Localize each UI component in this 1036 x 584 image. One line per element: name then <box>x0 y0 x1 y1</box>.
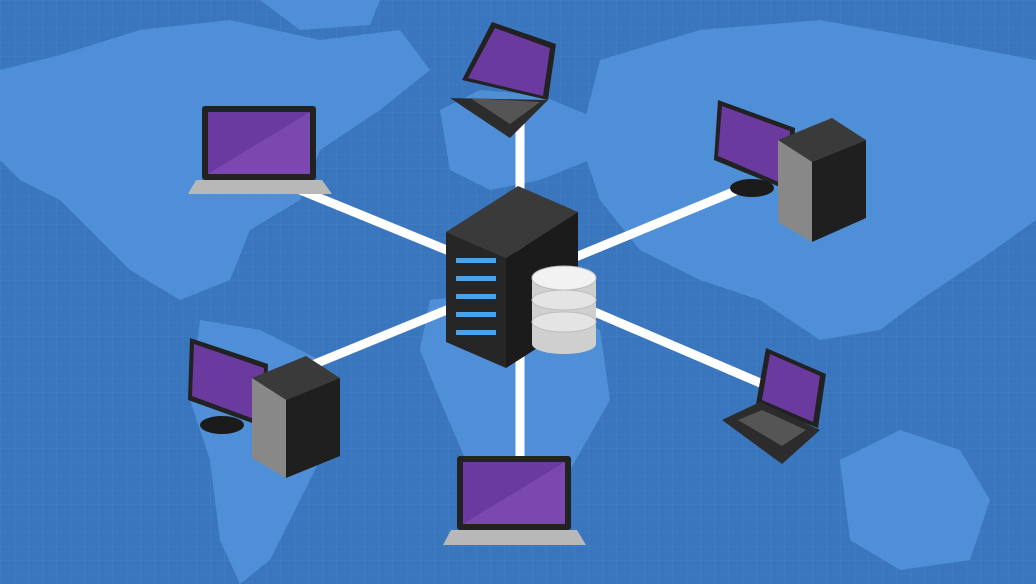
laptop-top-left[interactable] <box>188 106 332 194</box>
laptop-bottom[interactable] <box>443 456 586 545</box>
database-icon <box>531 265 597 354</box>
laptop-top[interactable] <box>450 22 556 138</box>
laptop-bottom-right[interactable] <box>722 348 826 464</box>
desktop-bottom-left[interactable] <box>188 338 340 478</box>
desktop-top-right[interactable] <box>714 100 866 242</box>
server-led-bays <box>456 258 496 335</box>
